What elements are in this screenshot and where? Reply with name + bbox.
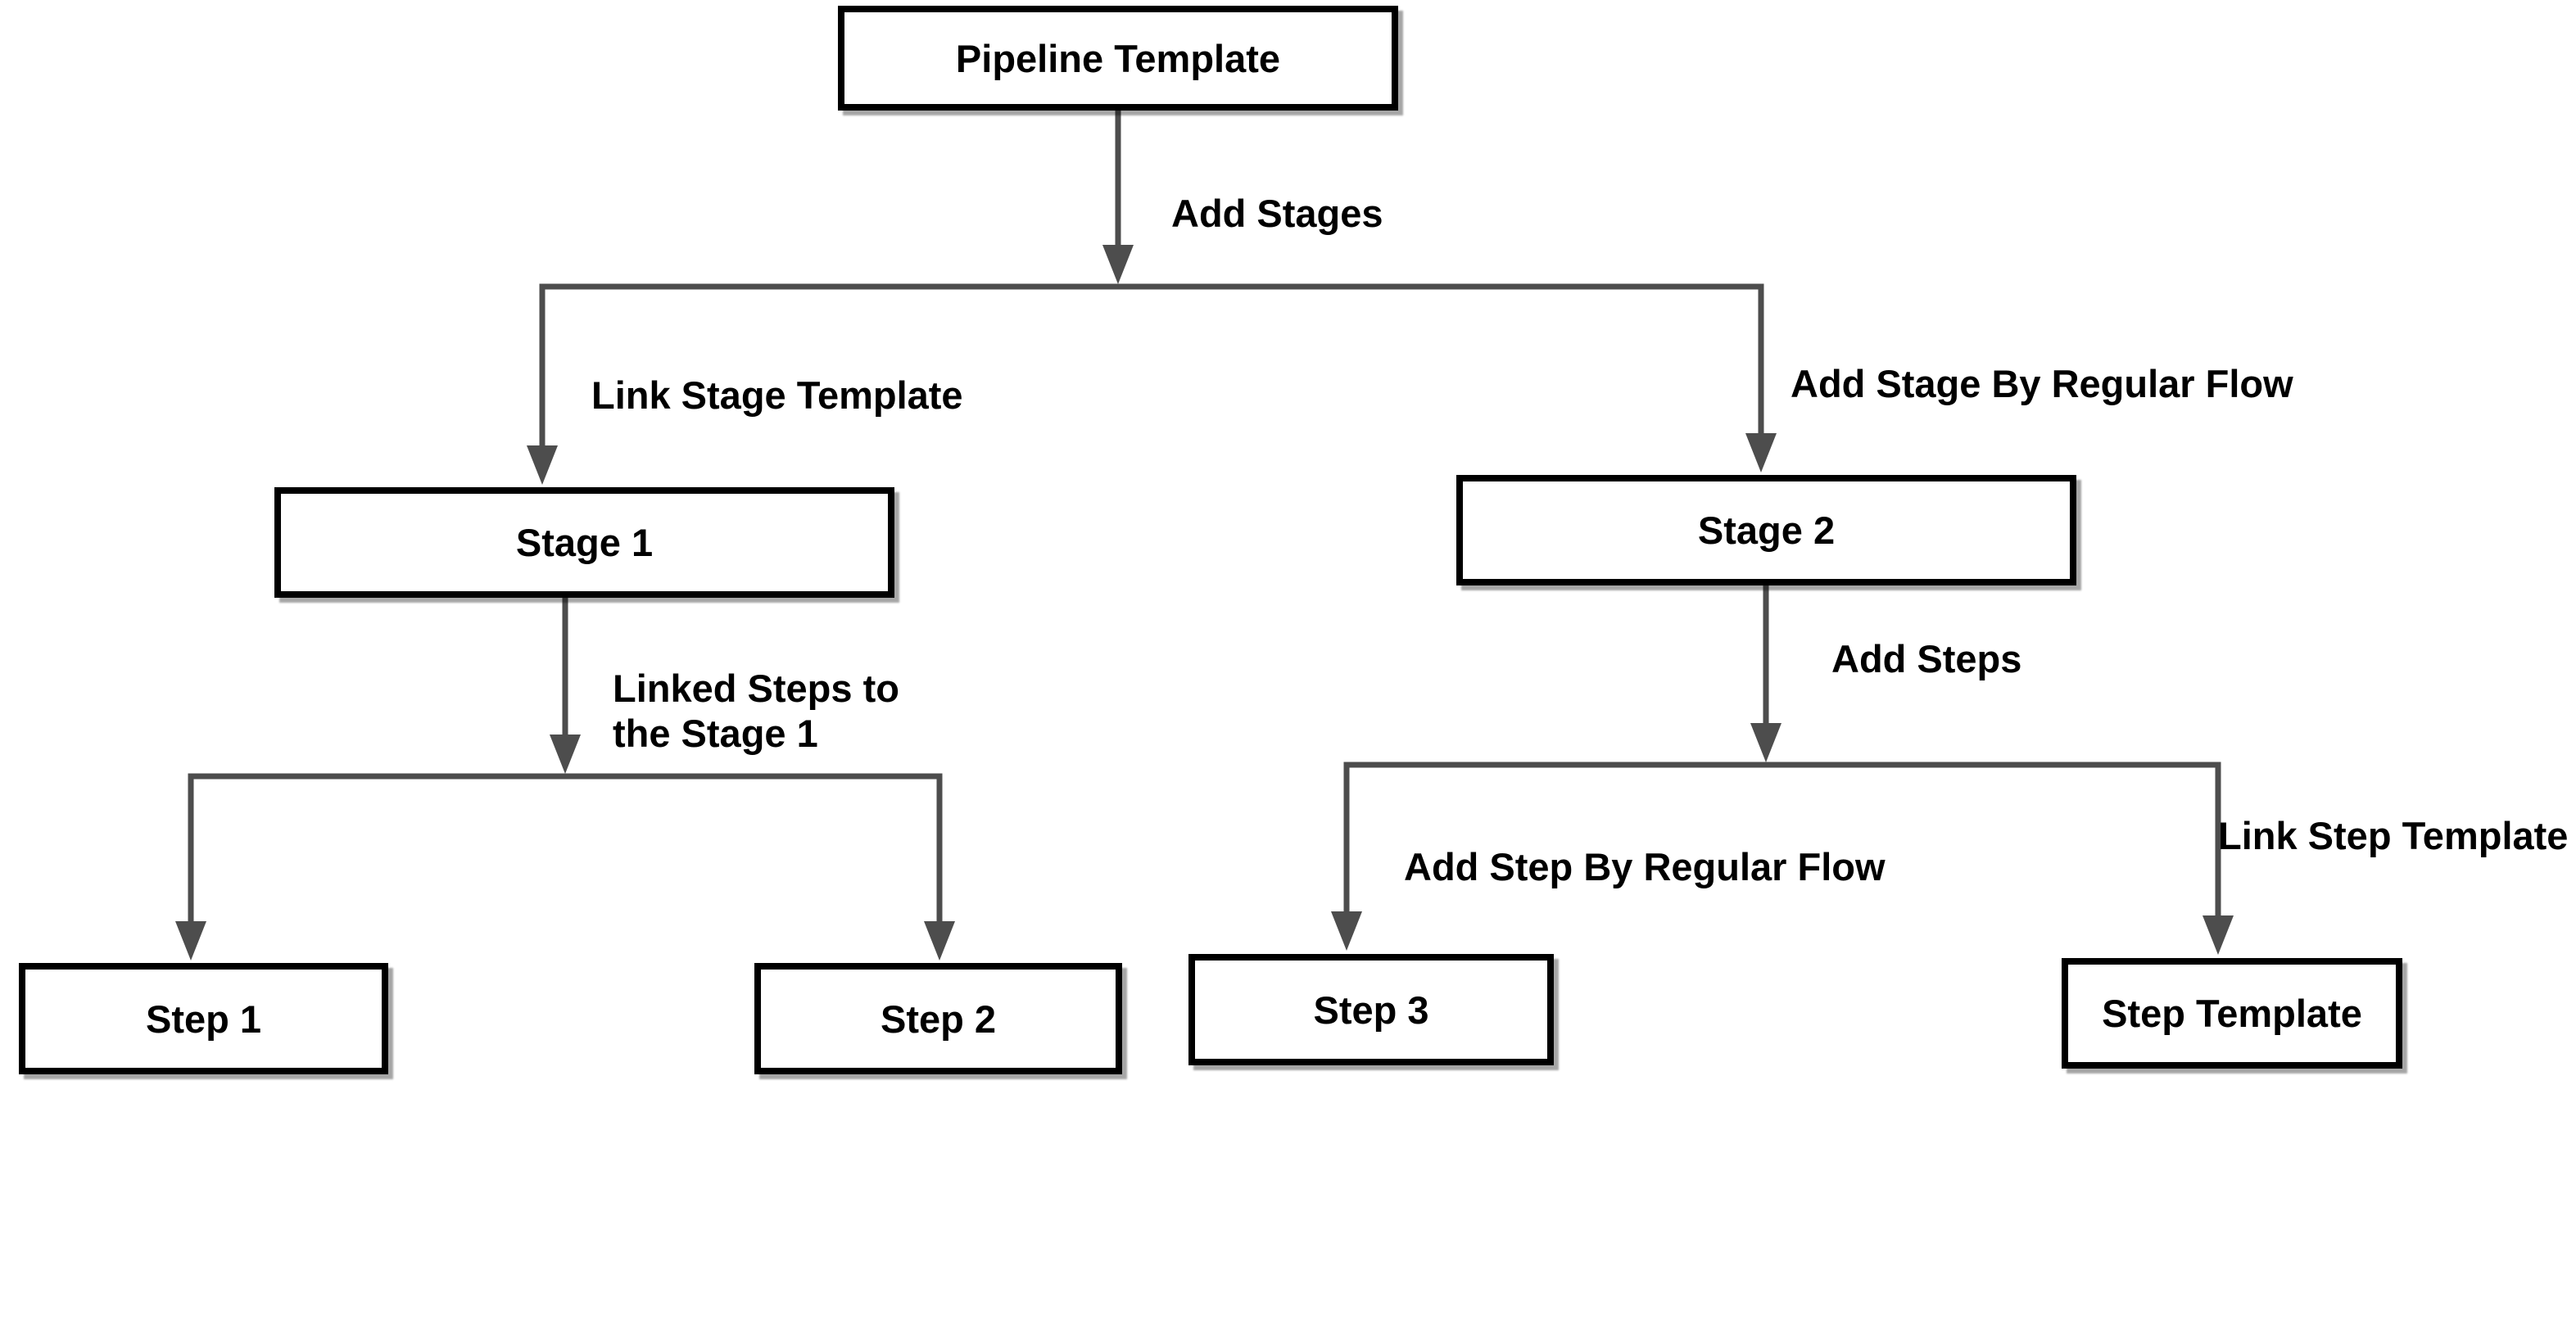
node-step-3-label: Step 3: [1313, 988, 1429, 1032]
node-stage-2-label: Stage 2: [1697, 509, 1836, 552]
node-step-template: Step Template: [2062, 958, 2402, 1069]
node-step-3: Step 3: [1188, 954, 1554, 1065]
node-step-1-label: Step 1: [145, 997, 262, 1041]
node-step-2: Step 2: [754, 963, 1122, 1074]
node-stage-1-label: Stage 1: [515, 521, 654, 564]
node-pipeline-template: Pipeline Template: [838, 6, 1398, 111]
arrowhead-into-stage-1: [527, 445, 558, 485]
arrowhead-into-step-3: [1331, 911, 1362, 951]
connector-stage-branch: [539, 283, 1764, 449]
edge-label-link-step-template: Link Step Template: [2218, 814, 2569, 857]
node-step-2-label: Step 2: [880, 997, 997, 1041]
edge-label-add-step-by-regular-flow: Add Step By Regular Flow: [1404, 845, 1886, 888]
arrowhead-into-stage-branch: [1102, 245, 1134, 284]
arrowhead-into-stage-2: [1745, 433, 1777, 472]
connector-step-branch-right: [1343, 762, 2221, 919]
arrowhead-into-step-2: [924, 921, 955, 961]
node-step-template-label: Step Template: [2102, 992, 2362, 1035]
node-pipeline-template-label: Pipeline Template: [955, 36, 1281, 80]
arrowhead-into-step-1: [175, 921, 206, 961]
edge-label-add-steps: Add Steps: [1831, 637, 2022, 680]
node-step-1: Step 1: [19, 963, 388, 1074]
node-stage-1: Stage 1: [274, 487, 894, 598]
edge-label-link-stage-template: Link Stage Template: [591, 373, 963, 417]
edge-label-add-stages: Add Stages: [1171, 192, 1383, 235]
node-stage-2: Stage 2: [1456, 475, 2076, 585]
edge-label-linked-steps-to-the-stage-1: Linked Steps to the Stage 1: [613, 667, 899, 755]
connector-step-branch-left: [188, 773, 943, 924]
edge-label-add-stage-by-regular-flow: Add Stage By Regular Flow: [1791, 362, 2293, 405]
arrowhead-into-step-branch-left: [550, 735, 581, 774]
arrowhead-into-step-template: [2203, 915, 2234, 955]
arrowhead-into-step-branch-right: [1750, 723, 1781, 762]
